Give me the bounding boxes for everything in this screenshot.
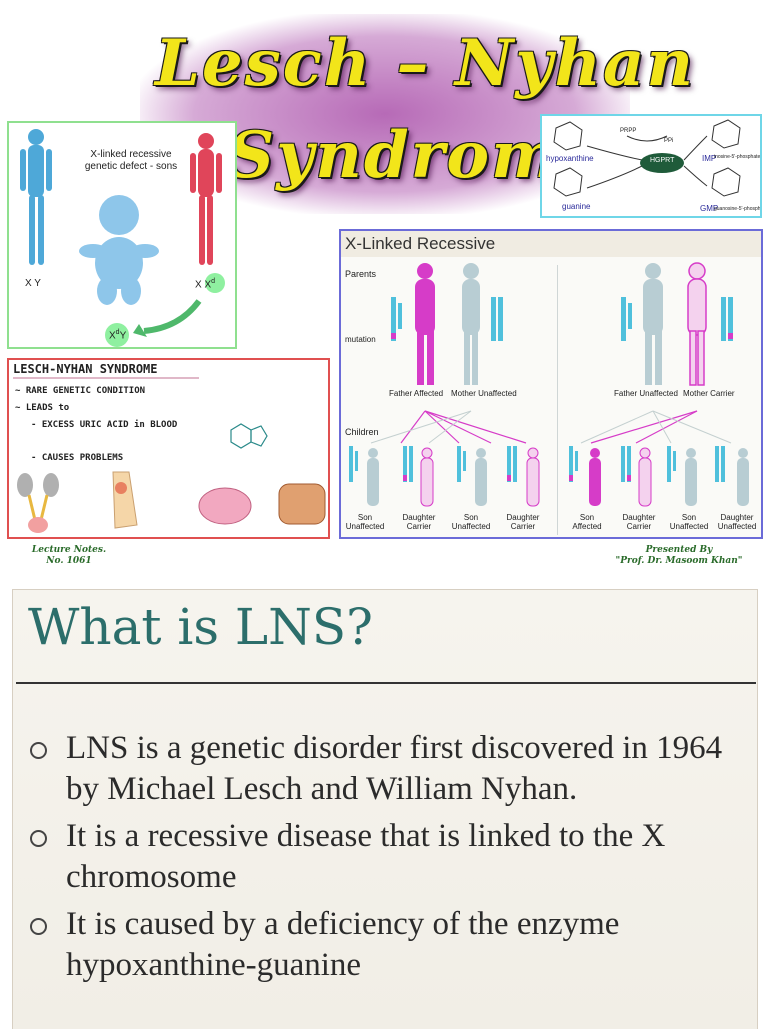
bullet-item: It is a recessive disease that is linked… (26, 816, 746, 898)
father-affected-figure (415, 263, 435, 385)
imp-note: inosine-5'-phosphate (714, 154, 760, 160)
divider (557, 265, 558, 535)
kidney-icon (17, 473, 59, 533)
notes-line-2: ~ LEADS to (15, 403, 70, 413)
female-chromosome-label: X Xd (195, 278, 216, 291)
bullet-item: It is caused by a deficiency of the enzy… (26, 904, 746, 986)
bullet-ring-icon (30, 830, 47, 847)
uric-acid-molecule (230, 423, 268, 449)
imp-label: IMP (702, 154, 717, 163)
gmp-structure (711, 167, 741, 197)
children-label: Children (345, 427, 379, 437)
xlinked-header-bar (341, 231, 761, 257)
pathway-diagram (553, 119, 741, 197)
hypoxanthine-label: hypoxanthine (546, 154, 594, 163)
pedigree-graphics (349, 262, 749, 507)
mother-carrier-label: Mother Carrier (683, 389, 735, 398)
slide-bullets: LNS is a genetic disorder first discover… (26, 728, 746, 992)
father-affected-label: Father Affected (389, 389, 444, 398)
inheritance-caption: X-linked recessive genetic defect - sons (84, 149, 178, 172)
child-burst (105, 323, 129, 347)
xlinked-heading: X-Linked Recessive (345, 234, 496, 253)
male-chromosome-label: X Y (25, 278, 41, 289)
title-line-1: Lesch – Nyhan (155, 26, 696, 101)
bullet-item: LNS is a genetic disorder first discover… (26, 728, 746, 810)
notes-line-1: ~ RARE GENETIC CONDITION (15, 386, 146, 396)
notes-line-3: - EXCESS URIC ACID in BLOOD (31, 420, 178, 430)
father-unaffected-label: Father Unaffected (614, 389, 678, 398)
family-illustration (20, 129, 225, 347)
notes-line-4: - CAUSES PROBLEMS (31, 453, 124, 463)
hgprt-pathway-panel: hypoxanthine guanine HGPRT PRPP PPi IMP … (540, 114, 762, 218)
gmp-label: GMP (700, 204, 719, 213)
bullet-ring-icon (30, 742, 47, 759)
female-figure (190, 133, 222, 265)
heading-underline (13, 377, 199, 379)
child-chromosome-label: XdY (109, 329, 127, 342)
male-figure (20, 129, 52, 265)
slide-title: What is LNS? (28, 598, 373, 656)
gmp-note: guanosine-5'-phosphate (714, 206, 760, 212)
x-linked-recessive-panel: X-Linked Recessive Parents mutation Chil… (339, 229, 763, 539)
fist-icon (278, 483, 326, 525)
guanine-structure (553, 167, 583, 197)
female-burst (205, 273, 225, 293)
imp-structure (711, 119, 741, 149)
inheritance-arrow (143, 299, 202, 334)
mother-carrier-figure (687, 262, 707, 386)
ppi-label: PPi (664, 138, 674, 144)
brain-icon (198, 487, 252, 525)
presenter-credit: Presented By"Prof. Dr. Masoom Khan" (615, 545, 743, 566)
notes-illustrations (17, 423, 326, 533)
guanine-label: guanine (562, 202, 591, 211)
lecture-notes: Lecture Notes.No. 1061 (31, 545, 107, 566)
hypoxanthine-structure (553, 121, 583, 151)
prpp-label: PRPP (620, 128, 637, 134)
lns-notes-panel: LESCH-NYHAN SYNDROME ~ RARE GENETIC COND… (7, 358, 330, 539)
bullet-ring-icon (30, 918, 47, 935)
mother-unaffected-figure (462, 263, 480, 385)
mutation-label: mutation (345, 335, 376, 344)
title-line-2: Syndrome (228, 118, 604, 193)
notes-heading: LESCH-NYHAN SYNDROME (13, 362, 158, 376)
slide-divider (16, 682, 756, 684)
hgprt-enzyme-shape (640, 153, 684, 173)
baby-figure (79, 195, 159, 305)
inheritance-illustration-panel: X-linked recessive genetic defect - sons… (7, 121, 237, 349)
lns-slide (12, 589, 758, 1029)
hgprt-label: HGPRT (650, 157, 675, 164)
father-unaffected-figure (643, 263, 663, 385)
parents-label: Parents (345, 269, 377, 279)
foot-icon (112, 471, 138, 529)
mother-unaffected-label: Mother Unaffected (451, 389, 517, 398)
